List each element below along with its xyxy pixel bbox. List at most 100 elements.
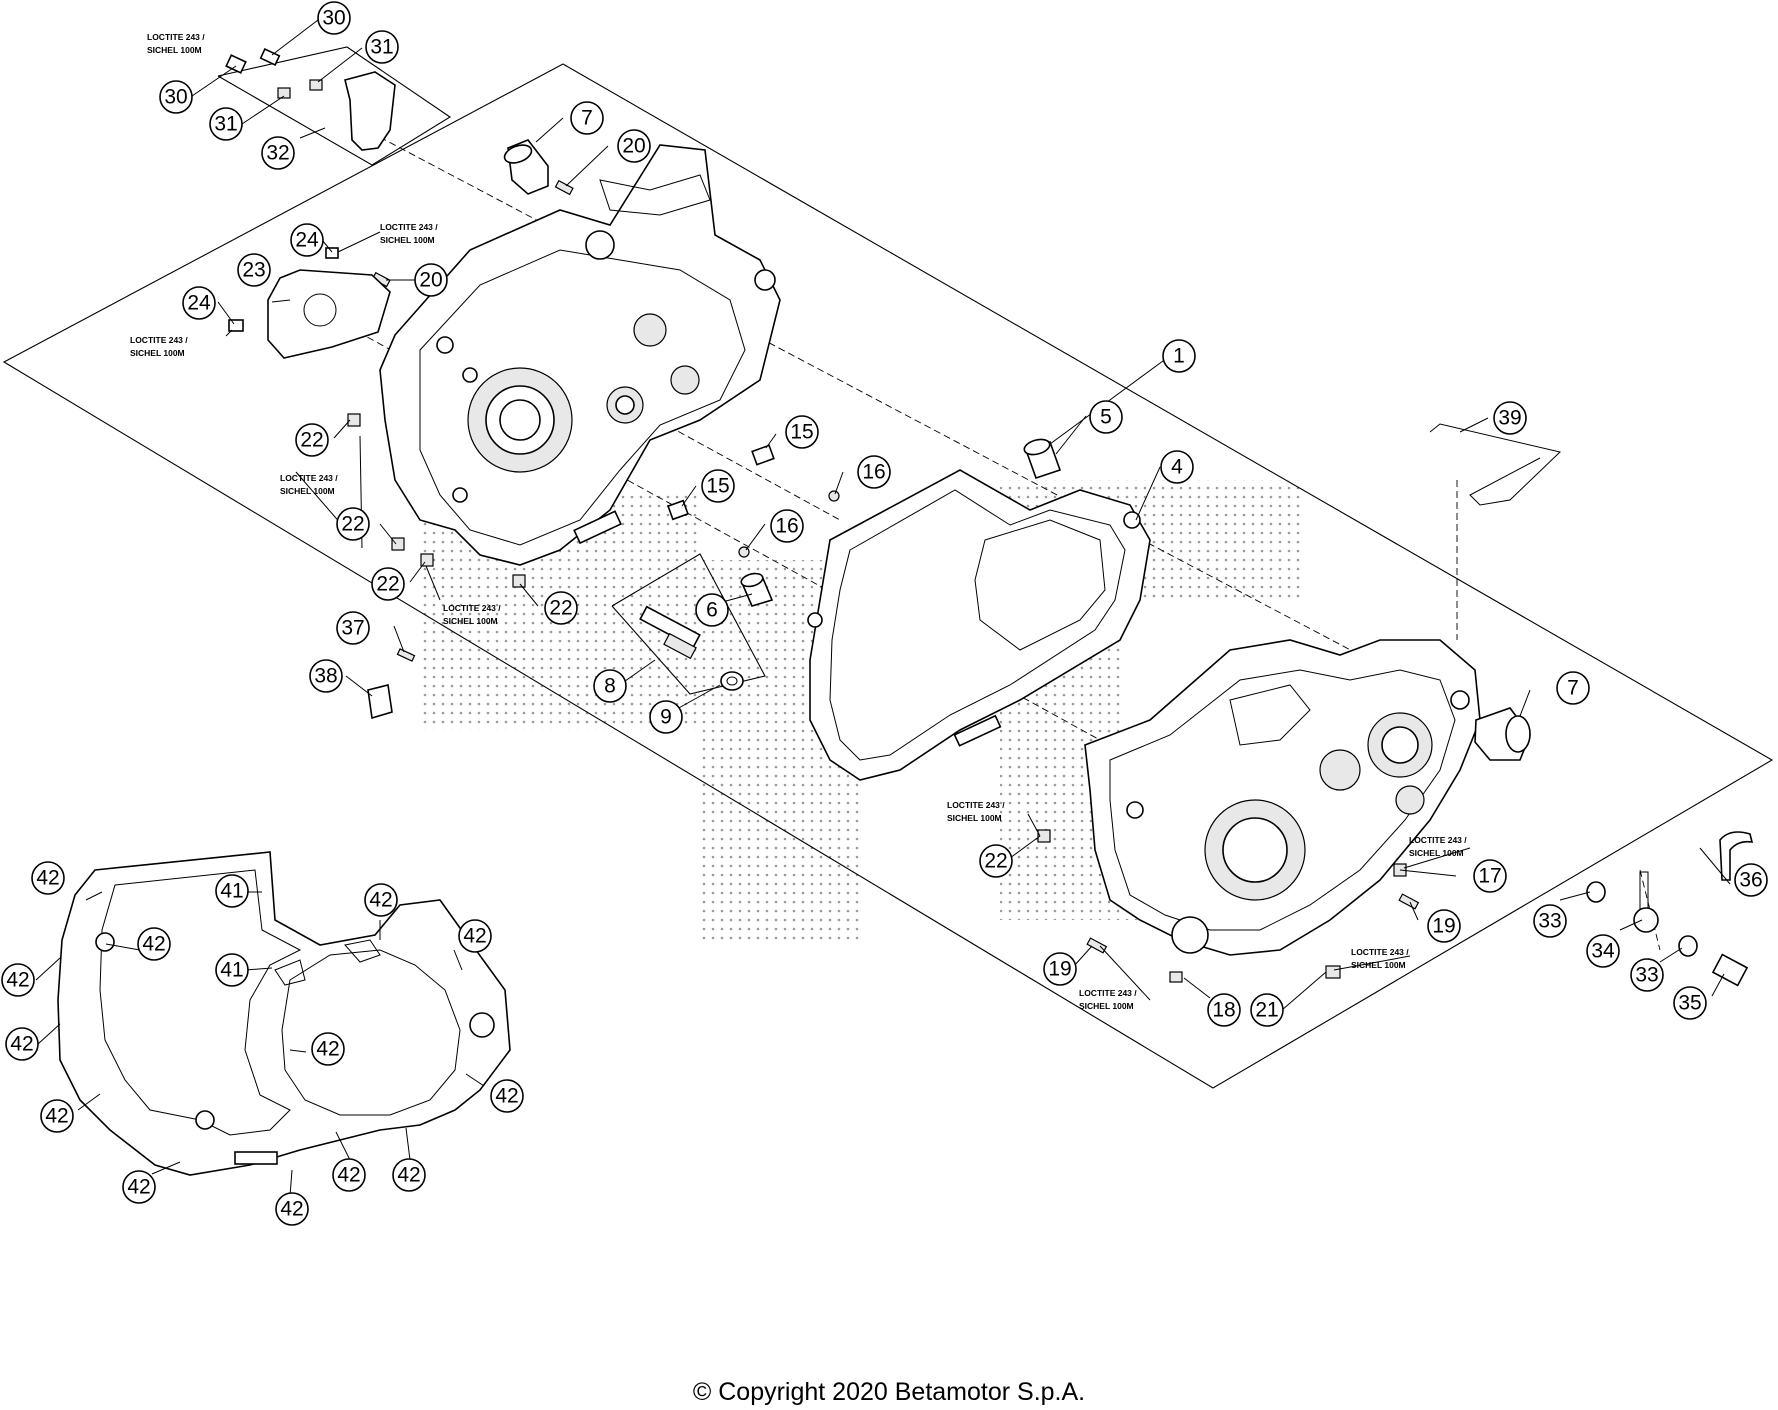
- loctite-note: LOCTITE 243 / SICHEL 100M: [130, 335, 188, 358]
- callout-8[interactable]: 8: [593, 669, 627, 703]
- callout-42[interactable]: 42: [31, 861, 65, 895]
- loctite-note: LOCTITE 243 / SICHEL 100M: [443, 603, 501, 626]
- callout-31[interactable]: 31: [365, 30, 399, 64]
- callout-31[interactable]: 31: [209, 107, 243, 141]
- callout-42[interactable]: 42: [364, 883, 398, 917]
- callout-42[interactable]: 42: [332, 1158, 366, 1192]
- svg-text:4: 4: [1171, 456, 1183, 479]
- callout-39[interactable]: 39: [1493, 401, 1527, 435]
- assembly-frame: [2, 63, 1774, 1089]
- callout-20[interactable]: 20: [414, 263, 448, 297]
- callout-35[interactable]: 35: [1673, 986, 1707, 1020]
- svg-text:42: 42: [397, 1164, 420, 1187]
- callout-15[interactable]: 15: [701, 469, 735, 503]
- callout-15[interactable]: 15: [785, 415, 819, 449]
- callout-16[interactable]: 16: [857, 455, 891, 489]
- callout-32[interactable]: 32: [261, 136, 295, 170]
- standalone-gasket: [57, 851, 511, 1176]
- callout-20[interactable]: 20: [617, 129, 651, 163]
- callout-17[interactable]: 17: [1473, 859, 1507, 893]
- callout-22[interactable]: 22: [295, 423, 329, 457]
- callout-19[interactable]: 19: [1427, 909, 1461, 943]
- svg-text:42: 42: [6, 969, 29, 992]
- svg-text:20: 20: [622, 135, 645, 158]
- callout-42[interactable]: 42: [490, 1079, 524, 1113]
- callout-5[interactable]: 5: [1089, 400, 1123, 434]
- callout-4[interactable]: 4: [1160, 450, 1194, 484]
- callout-7[interactable]: 7: [1556, 671, 1590, 705]
- callout-33[interactable]: 33: [1630, 958, 1664, 992]
- loctite-note: LOCTITE 243 / SICHEL 100M: [380, 222, 438, 245]
- svg-text:15: 15: [706, 475, 729, 498]
- callout-42[interactable]: 42: [5, 1027, 39, 1061]
- svg-text:9: 9: [660, 706, 672, 729]
- callout-24[interactable]: 24: [290, 223, 324, 257]
- loctite-note: LOCTITE 243 / SICHEL 100M: [1351, 947, 1409, 970]
- callout-30[interactable]: 30: [317, 1, 351, 35]
- svg-text:38: 38: [314, 665, 337, 688]
- copyright-text: © Copyright 2020 Betamotor S.p.A.: [692, 1378, 1086, 1406]
- callout-22[interactable]: 22: [371, 567, 405, 601]
- svg-text:SICHEL 100M: SICHEL 100M: [280, 486, 335, 496]
- svg-text:21: 21: [1255, 999, 1278, 1022]
- callout-42[interactable]: 42: [40, 1099, 74, 1133]
- callout-42[interactable]: 42: [1, 963, 35, 997]
- svg-text:42: 42: [337, 1164, 360, 1187]
- callout-38[interactable]: 38: [309, 659, 343, 693]
- svg-text:7: 7: [1567, 677, 1579, 700]
- callout-42[interactable]: 42: [122, 1170, 156, 1204]
- callout-23[interactable]: 23: [237, 253, 271, 287]
- svg-text:42: 42: [463, 925, 486, 948]
- svg-text:42: 42: [36, 867, 59, 890]
- svg-text:33: 33: [1635, 964, 1658, 987]
- svg-text:LOCTITE 243 /: LOCTITE 243 /: [280, 473, 338, 483]
- callout-22[interactable]: 22: [979, 844, 1013, 878]
- svg-text:39: 39: [1498, 407, 1521, 430]
- callout-30[interactable]: 30: [159, 80, 193, 114]
- callout-19[interactable]: 19: [1043, 952, 1077, 986]
- callout-36[interactable]: 36: [1734, 863, 1768, 897]
- left-crankcase-half: [379, 144, 781, 566]
- callout-22[interactable]: 22: [544, 591, 578, 625]
- svg-text:6: 6: [706, 599, 718, 622]
- svg-text:LOCTITE 243 /: LOCTITE 243 /: [130, 335, 188, 345]
- svg-text:22: 22: [984, 850, 1007, 873]
- svg-text:SICHEL 100M: SICHEL 100M: [443, 616, 498, 626]
- callout-42[interactable]: 42: [137, 927, 171, 961]
- callout-18[interactable]: 18: [1207, 993, 1241, 1027]
- callout-42[interactable]: 42: [458, 919, 492, 953]
- svg-text:LOCTITE 243 /: LOCTITE 243 /: [147, 32, 205, 42]
- callout-7[interactable]: 7: [570, 101, 604, 135]
- svg-text:22: 22: [376, 573, 399, 596]
- callout-21[interactable]: 21: [1250, 993, 1284, 1027]
- svg-text:41: 41: [220, 880, 243, 903]
- subgroup-frame-8-9: [611, 553, 766, 695]
- callout-42[interactable]: 42: [311, 1032, 345, 1066]
- callout-24[interactable]: 24: [182, 286, 216, 320]
- svg-text:16: 16: [862, 461, 885, 484]
- svg-text:15: 15: [790, 421, 813, 444]
- svg-text:20: 20: [419, 269, 442, 292]
- svg-text:31: 31: [214, 113, 237, 136]
- subgroup-frame-32: [217, 46, 452, 166]
- svg-text:42: 42: [280, 1198, 303, 1221]
- svg-text:SICHEL 100M: SICHEL 100M: [1351, 960, 1406, 970]
- svg-text:LOCTITE 243 /: LOCTITE 243 /: [443, 603, 501, 613]
- callout-9[interactable]: 9: [649, 700, 683, 734]
- callout-1[interactable]: 1: [1162, 339, 1196, 373]
- callout-6[interactable]: 6: [695, 593, 729, 627]
- callout-34[interactable]: 34: [1586, 934, 1620, 968]
- callout-33[interactable]: 33: [1533, 904, 1567, 938]
- svg-text:42: 42: [495, 1085, 518, 1108]
- callout-41[interactable]: 41: [215, 874, 249, 908]
- svg-text:30: 30: [322, 7, 345, 30]
- callout-22[interactable]: 22: [336, 507, 370, 541]
- callout-41[interactable]: 41: [215, 953, 249, 987]
- callout-37[interactable]: 37: [336, 611, 370, 645]
- svg-text:LOCTITE 243 /: LOCTITE 243 /: [1409, 835, 1467, 845]
- callout-42[interactable]: 42: [392, 1158, 426, 1192]
- small-parts: [225, 48, 1754, 987]
- callout-42[interactable]: 42: [275, 1192, 309, 1226]
- callout-16[interactable]: 16: [770, 509, 804, 543]
